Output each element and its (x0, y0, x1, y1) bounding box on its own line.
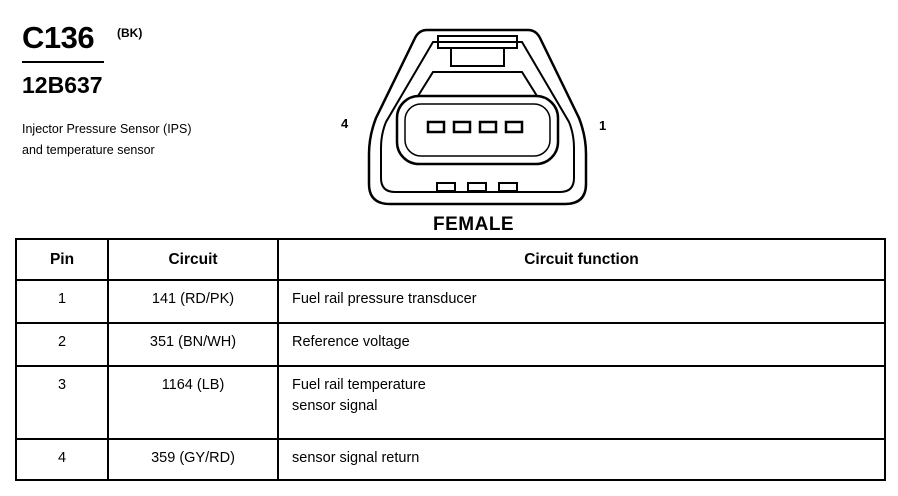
pin-number-label-left: 4 (341, 116, 349, 131)
function-line: sensor signal (292, 398, 378, 414)
function-line: sensor signal return (292, 450, 420, 466)
description-line: and temperature sensor (22, 143, 155, 157)
title-underline (22, 61, 104, 63)
circuit-cell: 359 (GY/RD) (107, 438, 279, 481)
connector-inner-outline (380, 41, 575, 193)
function-cell: Fuel rail pressure transducer (277, 279, 886, 324)
connector-face-drawing (367, 28, 588, 206)
connector-latch-tab (450, 48, 505, 67)
key-slot (498, 182, 518, 192)
table-row: 3 1164 (LB) Fuel rail temperature sensor… (15, 365, 886, 440)
pin-slot (452, 120, 472, 134)
pin-slot (478, 120, 498, 134)
table-header-row: Pin Circuit Circuit function (15, 238, 886, 281)
pin-cell: 1 (15, 279, 109, 324)
pin-number-label-right: 1 (599, 118, 607, 133)
column-header-function: Circuit function (277, 238, 886, 281)
function-cell: Fuel rail temperature sensor signal (277, 365, 886, 440)
circuit-cell: 351 (BN/WH) (107, 322, 279, 367)
terminal-cavity-inner (404, 103, 551, 157)
connector-outline (367, 28, 588, 206)
table-row: 4 359 (GY/RD) sensor signal return (15, 438, 886, 481)
pin-cell: 3 (15, 365, 109, 440)
function-line: Fuel rail pressure transducer (292, 291, 477, 307)
function-line: Reference voltage (292, 334, 410, 350)
pinout-table: Pin Circuit Circuit function 1 141 (RD/P… (15, 238, 886, 481)
pin-cell: 2 (15, 322, 109, 367)
table-row: 1 141 (RD/PK) Fuel rail pressure transdu… (15, 279, 886, 324)
part-number: 12B637 (22, 72, 103, 98)
terminal-cavity (395, 94, 560, 166)
key-slot (467, 182, 487, 192)
circuit-cell: 141 (RD/PK) (107, 279, 279, 324)
function-cell: Reference voltage (277, 322, 886, 367)
connector-latch-ramp (416, 71, 539, 97)
function-line: Fuel rail temperature (292, 377, 426, 393)
circuit-cell: 1164 (LB) (107, 365, 279, 440)
pin-slot (504, 120, 524, 134)
column-header-circuit: Circuit (107, 238, 279, 281)
function-cell: sensor signal return (277, 438, 886, 481)
connector-gender-label: FEMALE (433, 214, 515, 235)
key-slot (436, 182, 456, 192)
pin-slot (426, 120, 446, 134)
pin-cell: 4 (15, 438, 109, 481)
connector-description: Injector Pressure Sensor (IPS) and tempe… (22, 119, 192, 161)
connector-id: C136 (22, 20, 95, 55)
connector-color-code: (BK) (117, 26, 143, 40)
description-line: Injector Pressure Sensor (IPS) (22, 122, 192, 136)
column-header-pin: Pin (15, 238, 109, 281)
connector-latch (437, 35, 518, 49)
table-row: 2 351 (BN/WH) Reference voltage (15, 322, 886, 367)
